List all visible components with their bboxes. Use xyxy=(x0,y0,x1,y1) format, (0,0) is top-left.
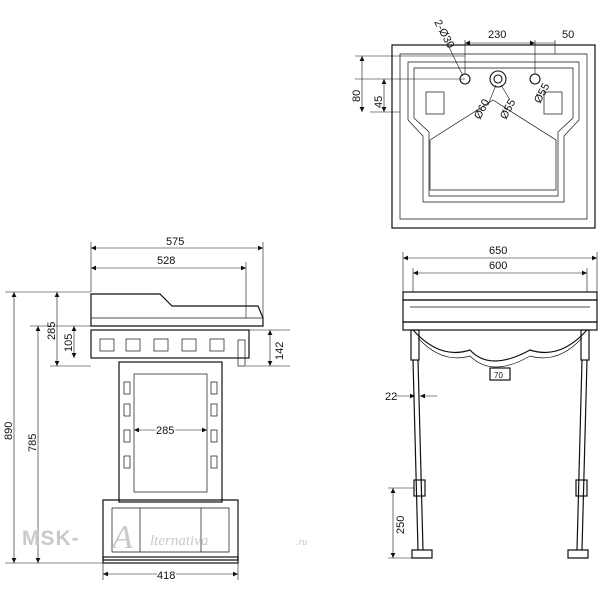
dim-55-a: Ø55 xyxy=(498,97,518,121)
rail-panel xyxy=(181,338,197,352)
top-rim xyxy=(399,53,588,220)
tap-hole-center-inner xyxy=(493,74,503,84)
front-rim xyxy=(402,321,598,331)
dim-70: 70 xyxy=(494,371,503,380)
dim-142: 142 xyxy=(274,342,286,360)
foot-left xyxy=(411,549,433,559)
dim-785: 785 xyxy=(27,434,39,452)
side-basin xyxy=(90,293,264,327)
rail-panel xyxy=(153,338,169,352)
frame-slot xyxy=(210,403,218,417)
dim-45: 45 xyxy=(373,96,385,108)
leader-55 xyxy=(500,84,511,101)
dim-250: 250 xyxy=(395,516,407,534)
dim-105: 105 xyxy=(63,334,75,352)
dim-55-b: Ø55 xyxy=(532,81,552,105)
frame-slot xyxy=(123,403,131,417)
front-basin xyxy=(402,299,598,323)
top-basin-outline xyxy=(407,61,580,203)
dim-418: 418 xyxy=(157,570,175,582)
front-apron xyxy=(412,329,588,362)
watermark: MSK- A lternativa .ru xyxy=(22,519,307,556)
frame-slot xyxy=(210,455,218,469)
frame-slot xyxy=(123,455,131,469)
rail-panel xyxy=(209,338,225,352)
top-bowl xyxy=(429,99,557,191)
rail-panel xyxy=(99,338,115,352)
side-foot-inner xyxy=(111,507,230,553)
frame-slot xyxy=(123,381,131,395)
top-basin-inner xyxy=(413,67,574,197)
side-frame xyxy=(118,361,223,503)
front-view: 650 600 70 22 250 xyxy=(385,245,598,559)
waste-outlet xyxy=(489,367,511,381)
dim-50: 50 xyxy=(562,29,574,41)
rail-panel xyxy=(125,338,141,352)
watermark-brand-left: MSK- xyxy=(22,527,80,550)
leg-right-a xyxy=(576,359,583,551)
side-view: 575 528 285 418 89 xyxy=(3,236,290,584)
leg-top-left xyxy=(410,329,420,361)
top-soap-dish-right xyxy=(543,91,563,115)
rail-post xyxy=(237,339,246,367)
tap-hole-right xyxy=(529,73,541,85)
foot-right xyxy=(567,549,589,559)
side-frame-inner xyxy=(133,373,208,493)
dim-285-frame: 285 xyxy=(156,425,174,437)
leader-2-30 xyxy=(447,44,464,77)
dim-22: 22 xyxy=(385,391,397,403)
side-rail xyxy=(90,329,250,359)
watermark-brand-letter: A xyxy=(110,519,133,556)
top-soap-dish-left xyxy=(425,91,445,115)
front-apron-inner xyxy=(417,337,583,368)
frame-slot xyxy=(210,429,218,443)
watermark-brand-suffix: .ru xyxy=(296,537,307,548)
dim-600: 600 xyxy=(489,260,507,272)
dim-575: 575 xyxy=(166,236,184,248)
top-view: 230 50 2-Ø30 Ø60 Ø55 Ø55 80 45 xyxy=(351,18,596,229)
dim-230: 230 xyxy=(488,29,506,41)
watermark-brand-right: lternativa xyxy=(150,533,208,549)
side-base xyxy=(102,556,239,564)
frame-slot xyxy=(123,429,131,443)
dim-890: 890 xyxy=(3,422,15,440)
frame-slot xyxy=(210,381,218,395)
dim-285-height: 285 xyxy=(46,322,58,340)
front-top xyxy=(402,291,598,301)
dim-650: 650 xyxy=(489,245,507,257)
leg-left-a xyxy=(412,359,419,551)
dim-80: 80 xyxy=(351,90,363,102)
leg-top-right xyxy=(580,329,590,361)
leg-right-b xyxy=(581,359,588,551)
dim-528: 528 xyxy=(157,255,175,267)
leader-60 xyxy=(487,84,497,106)
leg-left-b xyxy=(417,359,424,551)
leg-collar-right xyxy=(575,479,588,497)
